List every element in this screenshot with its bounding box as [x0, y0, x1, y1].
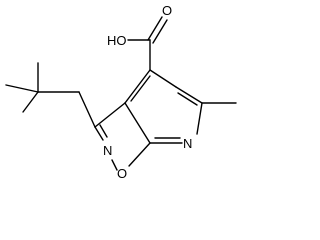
bond-n2-o1 — [111, 159, 118, 171]
hydroxyl-label: HO — [107, 33, 127, 48]
bond-carbonyl-double-b — [152, 19, 168, 44]
bond-c7a-c3a — [124, 102, 151, 144]
bond-c3-n2-inner — [99, 124, 108, 138]
isoxazole-nitrogen-label: N — [103, 143, 112, 158]
pyridine-nitrogen-label: N — [183, 136, 192, 151]
bond-o1-c7a — [128, 142, 151, 167]
bond-c3-ch2 — [78, 91, 96, 128]
structure-diagram: HO O N N O — [5, 3, 237, 181]
bond-c3-n2 — [94, 126, 104, 141]
bond-c5-c6-inner — [177, 92, 198, 106]
bond-c4-c5 — [149, 69, 177, 88]
bond-cq-methyl-left — [5, 84, 39, 93]
bond-c3a-c3 — [94, 102, 126, 128]
bond-c5-c6 — [175, 86, 203, 104]
ring-oxygen-label: O — [117, 166, 127, 181]
bond-c3a-c4-inner — [130, 75, 151, 102]
bond-carbonyl-double-a — [147, 16, 163, 41]
bond-c6-n7 — [196, 102, 203, 135]
bond-c3a-c4 — [124, 69, 151, 104]
carbonyl-oxygen-label: O — [162, 3, 172, 18]
bond-cq-methyl-down — [22, 91, 39, 113]
molecule-drawing: HO O N N O — [5, 3, 237, 181]
